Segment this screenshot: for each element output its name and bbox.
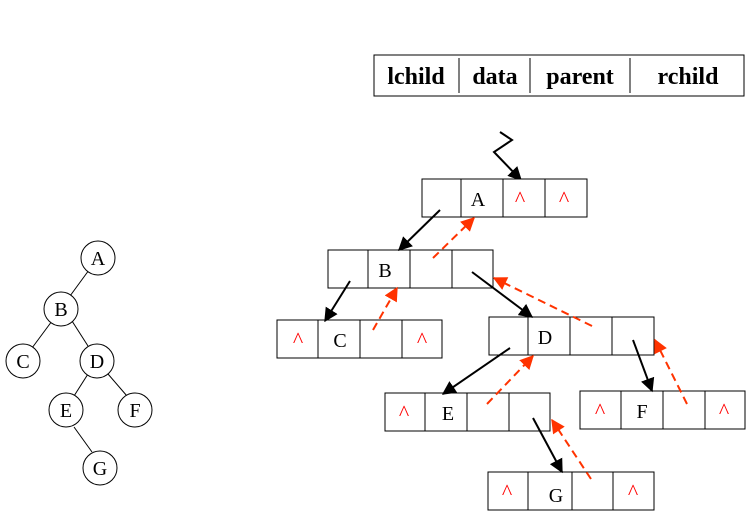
list-node-E-lchild-null-mark: ^ [399, 400, 410, 425]
pointer-D-rchild-to-F [632, 339, 655, 393]
list-node-F-data: F [636, 401, 647, 423]
child-pointers [324, 209, 655, 474]
pointer-D-parent-to-B [492, 277, 593, 327]
list-node-G-lchild-null-mark: ^ [502, 479, 513, 504]
node-structure-header: lchild data parent rchild [373, 54, 745, 97]
tree-edge-B-C [31, 320, 53, 349]
list-node-C-data: C [333, 330, 346, 352]
list-node-A-parent-null-mark: ^ [515, 186, 526, 211]
list-node-D-data: D [538, 327, 552, 349]
root-pointer-arrow [492, 131, 522, 182]
parent-pointers [372, 217, 688, 480]
tree-node-F: F [129, 400, 140, 422]
list-node-G: ^ G ^ [487, 471, 655, 511]
tree-node-B: B [54, 299, 67, 321]
list-node-F-lchild-null-mark: ^ [595, 398, 606, 423]
pointer-B-rchild-to-D [471, 271, 534, 318]
pointer-E-parent-to-D [486, 354, 534, 405]
header-field-data: data [472, 64, 517, 90]
list-node-F: ^ F ^ [579, 390, 746, 430]
header-field-rchild: rchild [658, 64, 720, 90]
pointer-E-rchild-to-G [532, 417, 563, 474]
pointer-D-lchild-to-E [441, 347, 511, 395]
list-node-D: D [488, 316, 655, 356]
tree-edge-A-B [69, 269, 90, 297]
pointer-A-lchild-to-B [397, 209, 441, 251]
binary-tree: A B C D E F G [5, 240, 153, 486]
list-node-A-rchild-null-mark: ^ [559, 186, 570, 211]
pointer-B-parent-to-A [432, 217, 476, 259]
list-node-E: ^ E [384, 392, 551, 432]
list-node-C-lchild-null-mark: ^ [293, 327, 304, 352]
tree-node-C: C [16, 351, 29, 373]
pointer-G-parent-to-E [551, 418, 592, 480]
tree-node-A: A [91, 248, 106, 270]
tree-edge-B-D [71, 320, 89, 347]
list-node-A-data: A [471, 189, 486, 211]
pointer-F-parent-to-D [654, 338, 688, 405]
list-node-B: B [327, 249, 494, 289]
pointer-B-lchild-to-C [324, 280, 351, 323]
list-node-G-rchild-null-mark: ^ [628, 479, 639, 504]
list-node-A: A ^ ^ [421, 178, 588, 218]
tree-node-G: G [93, 458, 107, 480]
list-node-B-data: B [378, 260, 391, 282]
header-field-lchild: lchild [387, 64, 445, 90]
header-field-parent: parent [546, 64, 614, 90]
tree-node-D: D [90, 351, 104, 373]
tree-node-E: E [60, 400, 72, 422]
list-node-E-data: E [442, 403, 454, 425]
list-node-C-rchild-null-mark: ^ [417, 327, 428, 352]
tree-edge-E-G [73, 426, 93, 453]
pointer-C-parent-to-B [372, 286, 398, 331]
tree-edge-D-E [73, 373, 89, 397]
tree-edge-D-F [107, 373, 128, 397]
list-node-F-rchild-null-mark: ^ [719, 398, 730, 423]
list-node-C: ^ C ^ [276, 319, 443, 359]
list-node-G-data: G [549, 485, 563, 507]
